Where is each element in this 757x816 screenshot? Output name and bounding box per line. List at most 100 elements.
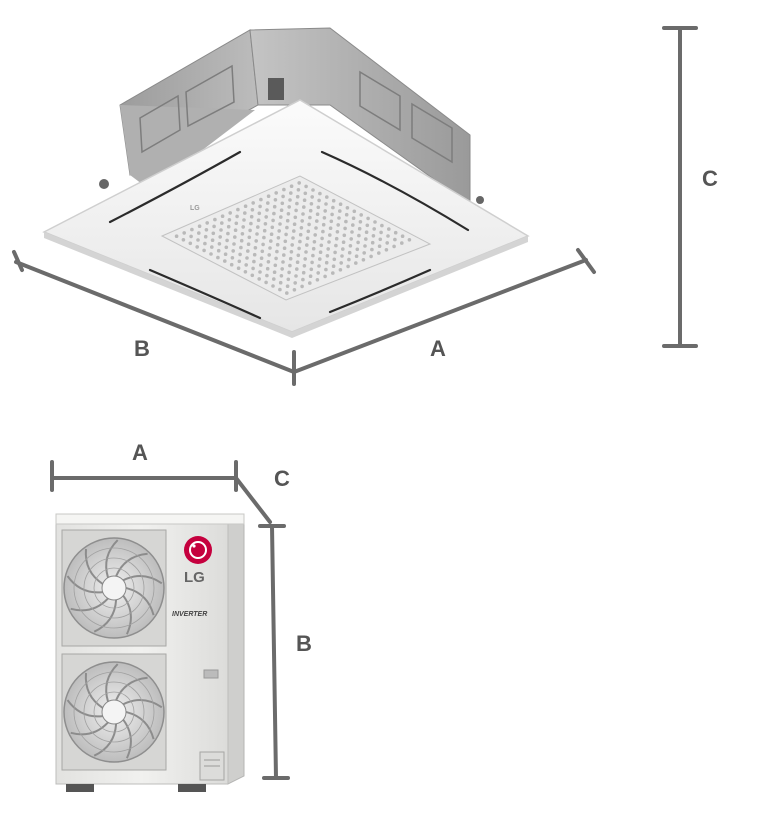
grille-hole [205,221,209,225]
outdoor-side-panel [227,515,245,785]
grille-hole [310,195,315,199]
grille-hole [338,268,343,272]
grille-hole [342,233,347,238]
grille-hole [291,236,295,240]
grille-hole [189,234,193,239]
grille-hole [273,263,278,268]
grille-hole [304,184,308,189]
grille-hole [277,229,282,233]
grille-hole [305,243,309,247]
grille-hole [296,188,301,192]
grille-hole [315,219,319,223]
grille-hole [331,271,335,275]
grille-hole [334,236,339,241]
grille-hole [223,252,228,256]
grille-hole [230,255,235,260]
outdoor-dimension-b: B [258,524,312,780]
grille-hole [379,230,383,235]
grille-hole [197,224,202,228]
grille-hole [306,229,311,234]
fan-blade [70,597,109,612]
grille-hole [236,266,241,271]
grille-hole [270,225,275,230]
grille-hole [279,208,284,212]
grille-hole [278,287,282,292]
grille-hole [281,194,285,199]
grille-hole [302,205,306,209]
grille-hole [282,246,287,250]
grille-hole [300,219,305,223]
grille-hole [309,202,314,206]
grille-hole [226,231,230,236]
grille-hole [223,259,227,263]
grille-hole [190,227,194,232]
outdoor-dim-label-a: A [132,440,148,465]
grille-hole [257,277,262,281]
grille-hole [240,232,245,236]
grille-hole [331,205,335,210]
grille-hole [370,247,374,252]
indoor-dim-label-a: A [430,336,446,361]
fan-blade [84,672,104,709]
grille-hole [303,257,308,261]
grille-hole [219,228,223,232]
grille-hole [308,281,312,285]
grille-hole [321,229,325,234]
grille-hole [317,264,321,268]
grille-hole [392,244,396,249]
grille-hole [326,247,331,251]
outdoor-handle [203,669,219,679]
grille-hole [354,254,359,258]
grille-hole [229,262,234,267]
grille-hole [188,241,193,246]
grille-hole [288,198,292,202]
grille-hole [288,263,292,268]
grille-hole [347,257,351,262]
outdoor-dim-label-b: B [296,631,312,656]
grille-hole [333,250,337,255]
grille-hole [216,248,221,253]
grille-hole [220,214,225,218]
grille-hole [242,218,246,222]
grille-hole [315,212,320,216]
grille-hole [325,254,330,258]
grille-hole [343,226,347,231]
grille-hole [345,206,350,210]
outdoor-condenser-unit: LG INVERTER [55,513,245,792]
grille-hole [319,243,324,248]
grille-hole [407,238,412,242]
indoor-dimension-a: A [292,248,596,374]
fan-guard-ring [93,567,135,609]
grille-hole [357,233,361,238]
grille-hole [288,256,293,261]
grille-hole [335,230,340,234]
grille-hole [265,273,269,278]
grille-hole [271,218,275,223]
grille-hole [357,226,362,231]
grille-hole [285,284,290,289]
grille-hole [309,267,314,272]
grille-hole [349,237,354,241]
fan-blade [122,595,132,635]
grille-hole [257,211,262,216]
grille-hole [301,277,305,282]
grille-hole [298,232,303,237]
grille-hole [250,208,255,212]
grille-hole [234,221,239,226]
grille-hole [217,242,222,246]
grille-hole [378,237,383,242]
grille-hole [285,225,289,230]
fan-blade [115,552,148,577]
grille-hole [332,257,337,262]
grille-hole [315,278,320,282]
grille-hole [286,212,291,216]
grille-hole [308,274,313,279]
grille-hole [372,227,377,231]
grille-hole [272,277,276,281]
grille-hole [203,241,207,246]
grille-hole [279,215,283,219]
grille-hole [308,215,312,220]
grille-hole [196,238,200,242]
outdoor-foot-left [66,784,94,792]
grille-hole [298,239,302,244]
